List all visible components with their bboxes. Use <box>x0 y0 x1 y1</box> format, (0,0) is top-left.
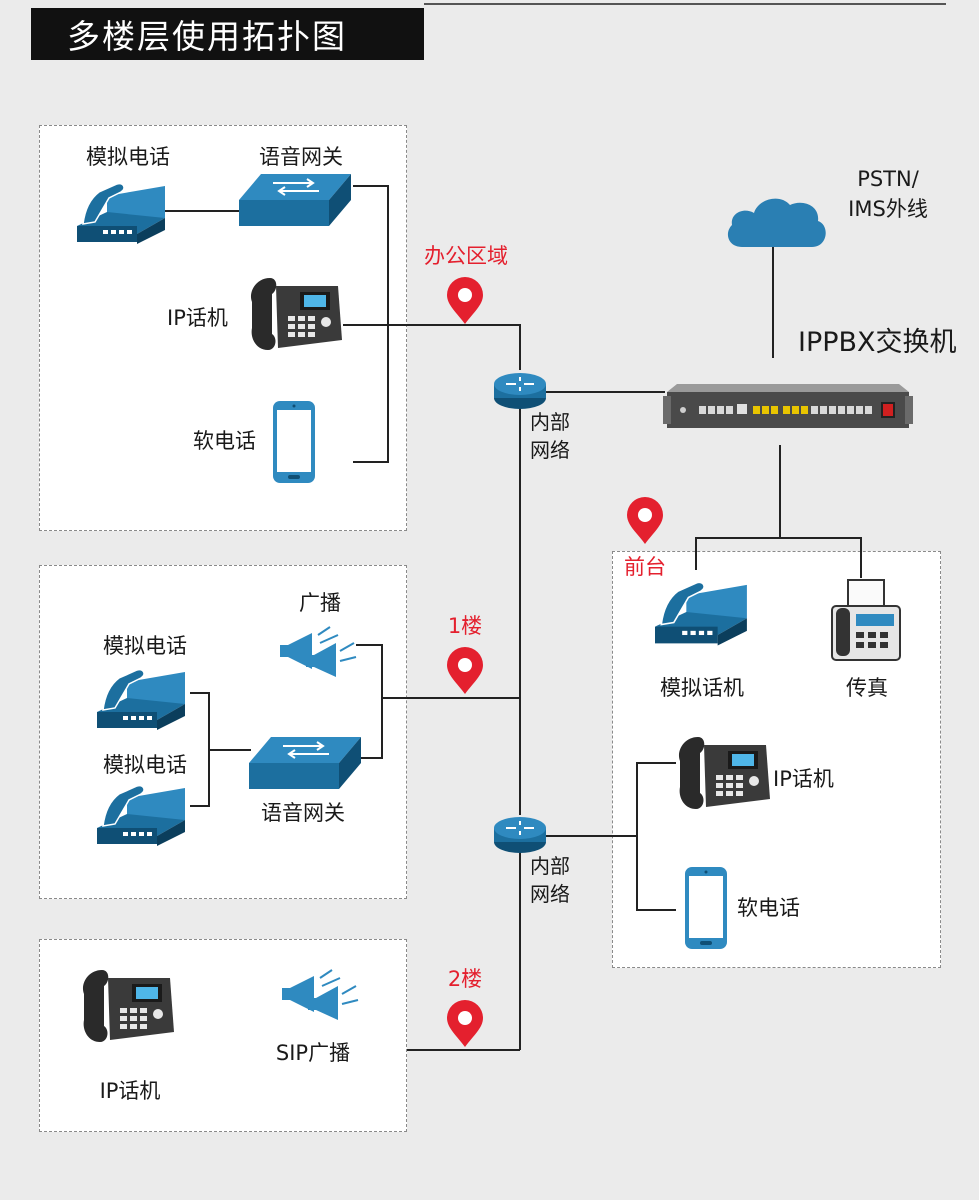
broadcast-speaker-icon <box>280 968 360 1024</box>
title-rule <box>424 3 946 5</box>
analog-phone-icon <box>97 664 187 730</box>
front-desk-tag: 前台 <box>624 555 666 579</box>
office-ip-phone-label: IP话机 <box>167 306 228 330</box>
front-desk-ip-phone-label: IP话机 <box>773 767 834 791</box>
floor1-zone <box>39 565 407 899</box>
voice-gateway-icon <box>249 737 363 791</box>
network-label-lower-line2: 网络 <box>530 882 570 906</box>
floor2-sip-broadcast-label: SIP广播 <box>275 1041 351 1065</box>
analog-phone-icon <box>97 780 187 846</box>
ip-phone-icon <box>676 733 772 813</box>
location-pin-icon <box>443 1000 487 1048</box>
floor1-tag: 1楼 <box>447 614 483 638</box>
voice-gateway-icon <box>239 174 353 228</box>
floor2-tag: 2楼 <box>447 967 483 991</box>
network-label-upper: 内部 网络 <box>530 408 570 464</box>
page-title: 多楼层使用拓扑图 <box>31 8 424 60</box>
cloud-label: PSTN/ IMS外线 <box>848 164 928 224</box>
floor1-broadcast-label: 广播 <box>299 591 341 615</box>
location-pin-icon <box>623 497 667 545</box>
office-softphone-label: 软电话 <box>193 429 256 453</box>
pbx-label: IPPBX交换机 <box>798 327 957 358</box>
office-zone-tag: 办公区域 <box>424 244 508 268</box>
front-desk-fax-label: 传真 <box>846 676 888 700</box>
office-voice-gateway-label: 语音网关 <box>259 145 343 169</box>
front-desk-softphone-label: 软电话 <box>737 896 800 920</box>
smartphone-icon <box>684 866 728 950</box>
cloud-label-line2: IMS外线 <box>848 197 928 221</box>
network-label-lower-line1: 内部 <box>530 854 570 878</box>
location-pin-icon <box>443 647 487 695</box>
network-label-lower: 内部 网络 <box>530 852 570 908</box>
router-icon <box>492 370 548 410</box>
ip-phone-icon <box>80 966 176 1046</box>
pbx-switch-icon <box>663 384 913 434</box>
fax-machine-icon <box>830 578 902 662</box>
floor1-analog-phone-a-label: 模拟电话 <box>103 634 187 658</box>
analog-phone-icon <box>77 178 167 244</box>
cloud-icon <box>724 193 830 249</box>
floor1-analog-phone-b-label: 模拟电话 <box>103 753 187 777</box>
network-label-upper-line1: 内部 <box>530 410 570 434</box>
router-icon <box>492 814 548 854</box>
broadcast-speaker-icon <box>278 625 358 681</box>
location-pin-icon <box>443 277 487 325</box>
page-title-text: 多楼层使用拓扑图 <box>67 17 347 56</box>
network-label-upper-line2: 网络 <box>530 438 570 462</box>
analog-phone-icon <box>655 576 749 646</box>
floor2-ip-phone-label: IP话机 <box>99 1079 161 1103</box>
front-desk-analog-phone-label: 模拟话机 <box>660 676 744 700</box>
cloud-label-line1: PSTN/ <box>857 167 919 191</box>
smartphone-icon <box>272 400 316 484</box>
ip-phone-icon <box>248 274 344 354</box>
floor1-voice-gateway-label: 语音网关 <box>261 801 345 825</box>
office-analog-phone-label: 模拟电话 <box>86 145 170 169</box>
